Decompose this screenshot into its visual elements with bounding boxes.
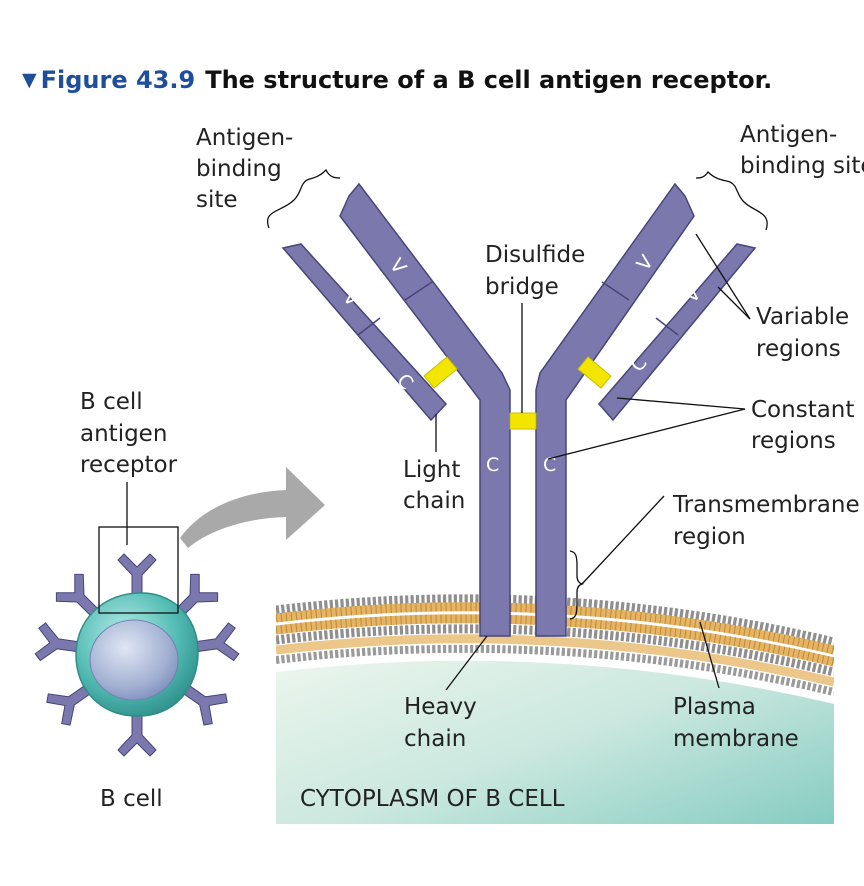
b-cell-antigen-receptor-label: B cell antigen receptor (80, 389, 178, 478)
heavy-chain-label: Heavy chain (404, 694, 484, 752)
constant-regions-label: Constant regions (751, 397, 862, 454)
b-cell-label: B cell (100, 786, 163, 812)
antigen-binding-site-label-right: Antigen- binding site (740, 122, 864, 179)
zoom-arrow-icon (180, 467, 325, 548)
heavy-chain-right (535, 182, 695, 637)
cytoplasm-label: CYTOPLASM OF B CELL (300, 786, 565, 812)
heavy-chain-left (339, 182, 511, 637)
light-chain-left (281, 243, 448, 422)
leader-lines (126, 233, 751, 691)
figure-title: ▼Figure 43.9 The structure of a B cell an… (22, 66, 772, 94)
triangle-marker-icon: ▼ (22, 69, 37, 91)
antigen-binding-brace-right (695, 170, 768, 231)
nucleus (89, 619, 179, 701)
disulfide-bridges (423, 356, 612, 430)
c-letter-right-heavy: C (543, 454, 556, 476)
plasma-membrane-label: Plasma membrane (673, 694, 799, 752)
figure-number: Figure 43.9 (40, 66, 196, 94)
light-chain-label: Light chain (403, 457, 468, 514)
c-letter-left-heavy: C (486, 454, 499, 476)
surface-receptors (34, 553, 240, 757)
b-cell (34, 526, 240, 757)
zoom-box (98, 526, 179, 614)
light-chain-right (598, 243, 757, 422)
antigen-binding-site-label-left: Antigen- binding site (196, 125, 301, 213)
figure-caption: The structure of a B cell antigen recept… (205, 66, 773, 94)
antigen-binding-brace-left (266, 168, 341, 229)
transmembrane-region-label: Transmembrane region (672, 492, 864, 550)
disulfide-bridge-label: Disulfide bridge (485, 242, 593, 300)
receptor (281, 182, 757, 637)
variable-regions-label: Variable regions (756, 304, 856, 362)
